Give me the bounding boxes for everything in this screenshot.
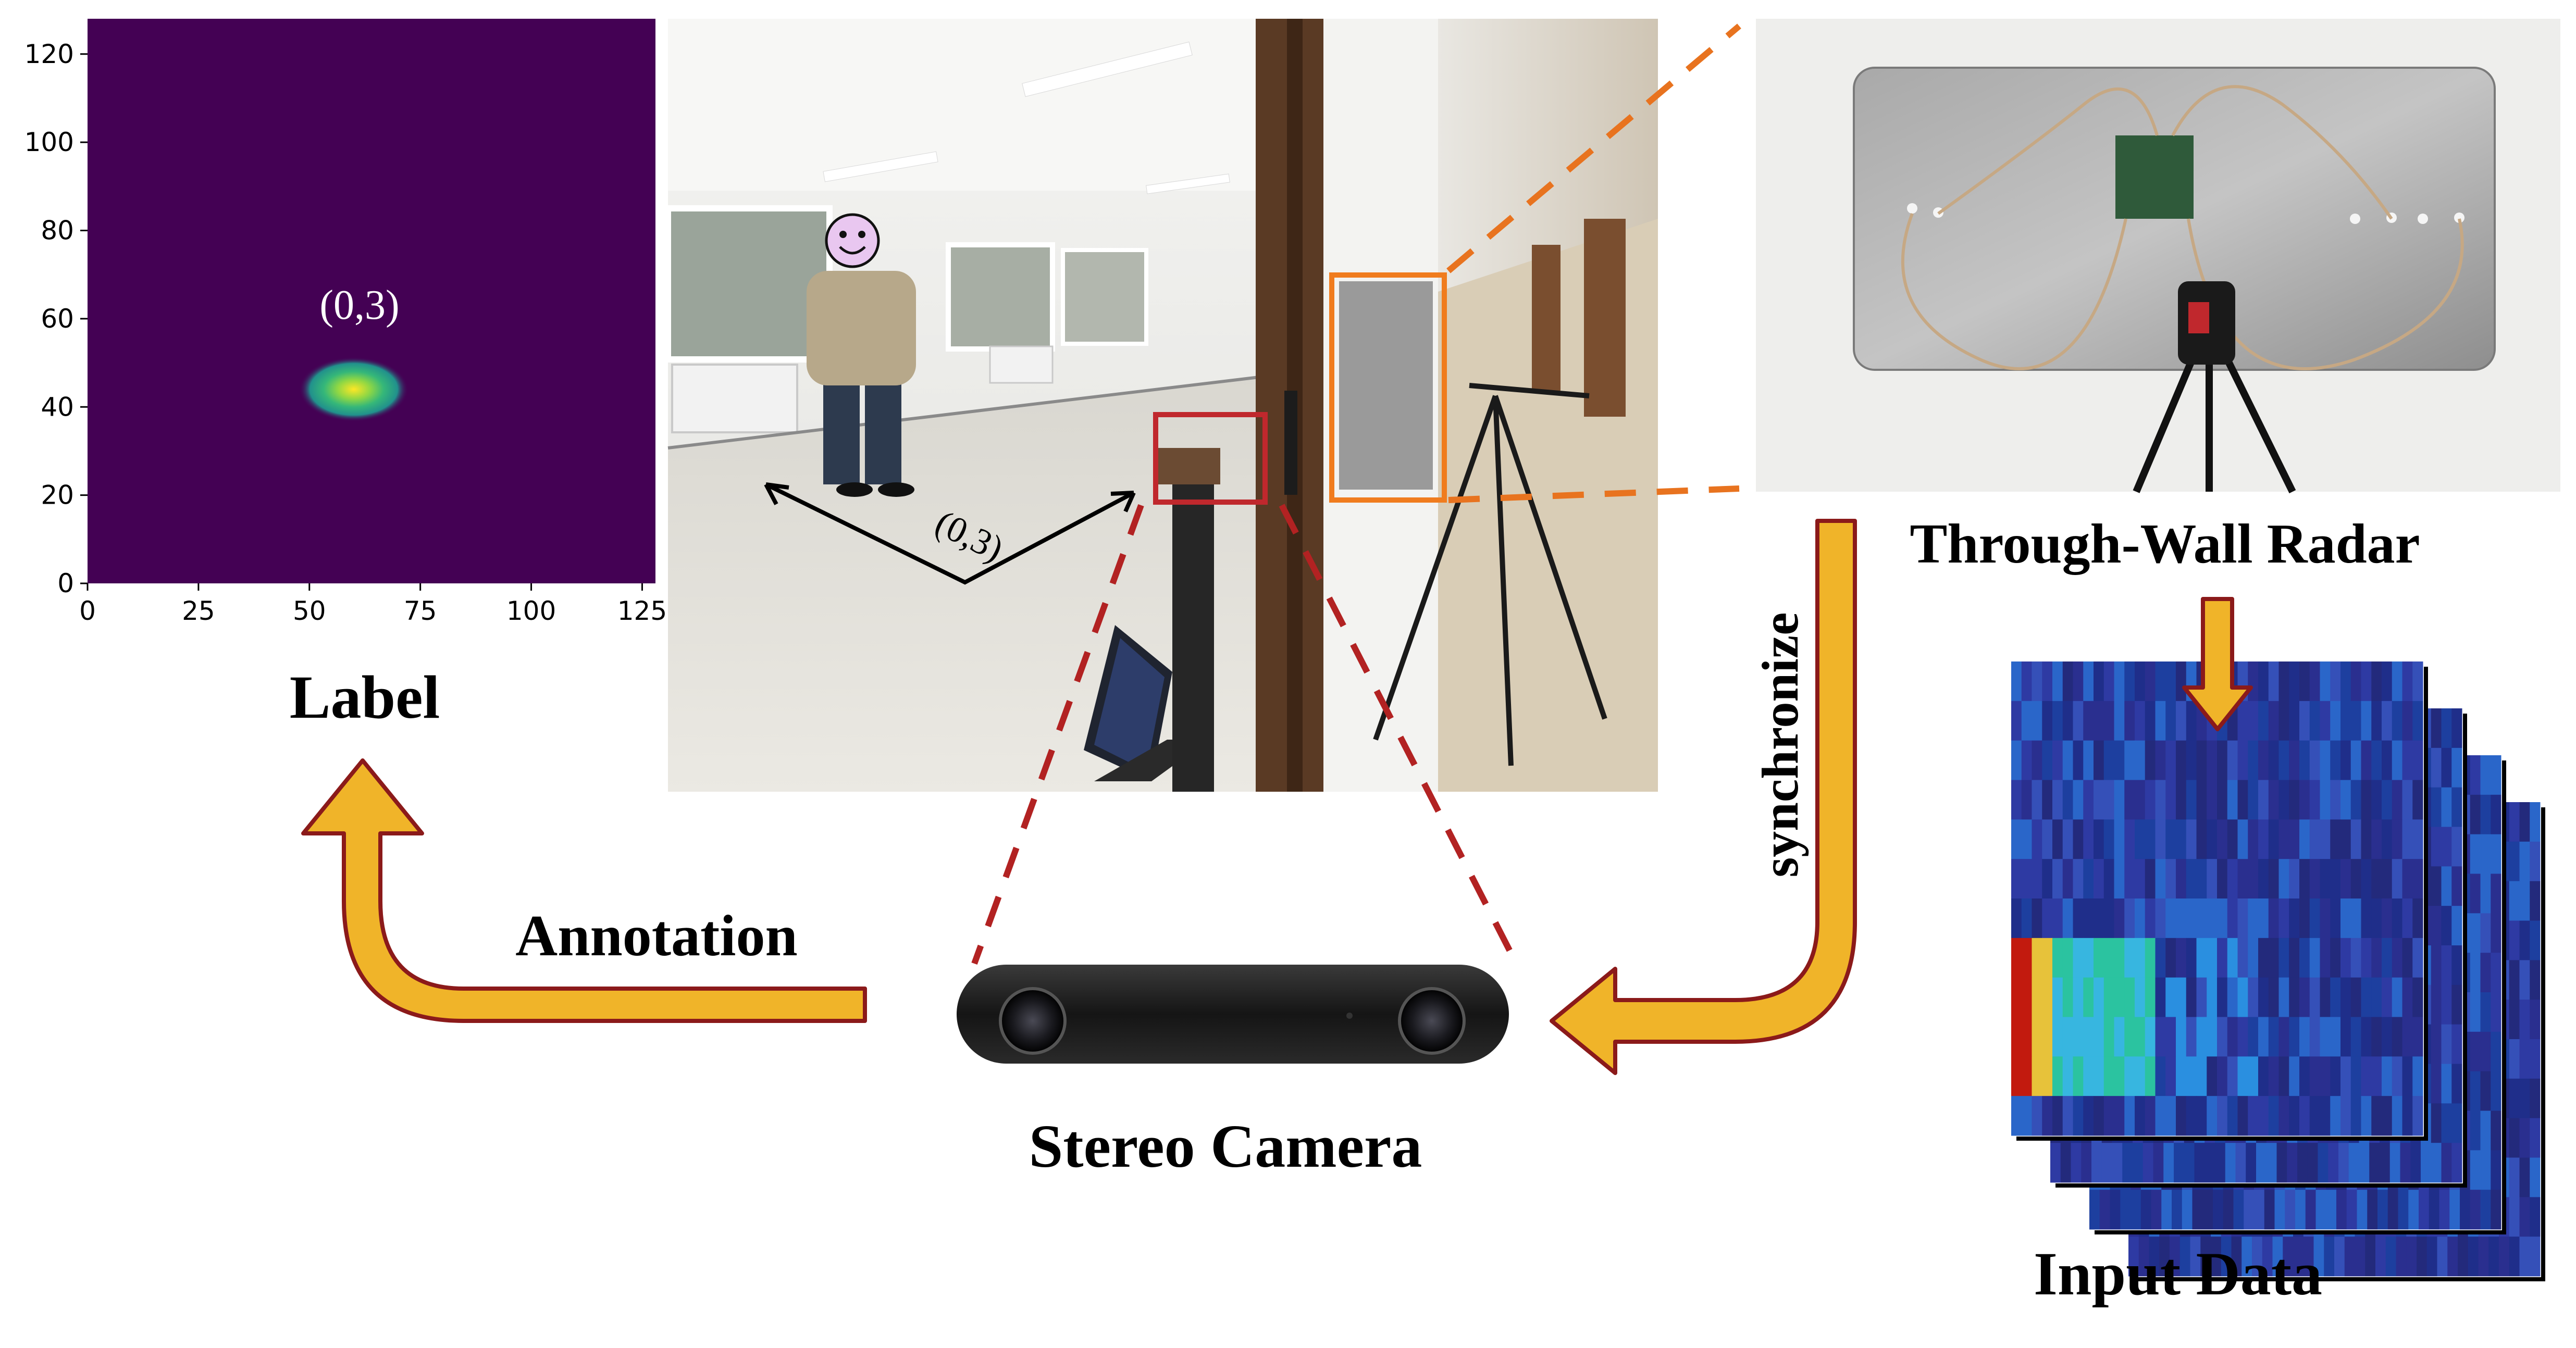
input-data-caption: Input Data bbox=[2034, 1240, 2322, 1308]
heatmap-gaussian-blob bbox=[299, 357, 408, 422]
window bbox=[946, 242, 1055, 352]
annotation-label: Annotation bbox=[515, 904, 797, 968]
x-tick-label: 75 bbox=[404, 596, 437, 626]
x-tick-label: 100 bbox=[506, 596, 556, 626]
stereo-camera-mount bbox=[1172, 464, 1214, 792]
radar-highlight-box bbox=[1329, 272, 1447, 503]
x-tick-label: 0 bbox=[79, 596, 96, 626]
dashed-connectors bbox=[971, 23, 1741, 965]
stereo-camera-caption: Stereo Camera bbox=[1029, 1112, 1422, 1180]
corridor-door bbox=[1532, 245, 1561, 391]
synchronize-arrow bbox=[1550, 519, 1857, 1075]
radiator bbox=[671, 364, 798, 433]
ceiling-light bbox=[1022, 41, 1193, 97]
heatmap-coordinate-annotation: (0,3) bbox=[319, 282, 399, 328]
y-tick-label: 80 bbox=[41, 216, 74, 246]
radar-circuit-board bbox=[2115, 135, 2194, 219]
y-tick-label: 20 bbox=[41, 480, 74, 510]
ceiling-light bbox=[1146, 173, 1230, 194]
heatmap-x-ticks: 0 25 50 75 100 125 bbox=[79, 583, 667, 626]
radar-device bbox=[1339, 281, 1433, 490]
y-tick-label: 0 bbox=[57, 568, 74, 598]
x-tick-label: 50 bbox=[293, 596, 326, 626]
synchronize-label: synchronize bbox=[1751, 612, 1809, 877]
corridor-door bbox=[1584, 219, 1626, 417]
x-tick-label: 125 bbox=[617, 596, 667, 626]
window bbox=[1061, 248, 1148, 346]
room-photo: (0,3) bbox=[665, 19, 1658, 792]
heatmap-y-ticks: 0 20 40 60 80 100 120 bbox=[24, 39, 88, 598]
window bbox=[665, 205, 833, 363]
through-wall-radar-caption: Through-Wall Radar bbox=[1910, 513, 2420, 575]
y-tick-label: 120 bbox=[24, 39, 74, 69]
person bbox=[807, 213, 916, 497]
camera-lens-right bbox=[1398, 987, 1466, 1055]
annotation-arrow bbox=[301, 758, 867, 1023]
input-data-stack bbox=[2010, 660, 2545, 1281]
radiator bbox=[989, 345, 1054, 384]
camera-lens-left bbox=[999, 987, 1067, 1055]
camera-highlight-box bbox=[1153, 412, 1268, 505]
radar-tripod bbox=[2133, 342, 2296, 494]
heatmap-plot-area bbox=[88, 19, 655, 583]
smiley-face-icon bbox=[825, 213, 880, 268]
radar-photo: Through-Wall Radar bbox=[1756, 19, 2560, 575]
y-tick-label: 40 bbox=[41, 392, 74, 422]
label-caption: Label bbox=[290, 663, 440, 731]
radar-to-data-arrow bbox=[2182, 597, 2253, 731]
stereo-camera: Stereo Camera bbox=[957, 965, 1509, 1180]
y-tick-label: 60 bbox=[41, 304, 74, 334]
laptop bbox=[1084, 625, 1209, 781]
floor-coordinate-arrows bbox=[764, 482, 1136, 585]
radar-tripod bbox=[1373, 383, 1607, 766]
label-heatmap-panel: (0,3) 0 25 50 75 100 125 0 20 40 60 80 100 120 Labe… bbox=[24, 19, 667, 731]
ceiling-light bbox=[823, 151, 938, 182]
y-tick-label: 100 bbox=[24, 127, 74, 157]
radar-data-frame bbox=[2010, 660, 2428, 1141]
x-tick-label: 25 bbox=[182, 596, 215, 626]
